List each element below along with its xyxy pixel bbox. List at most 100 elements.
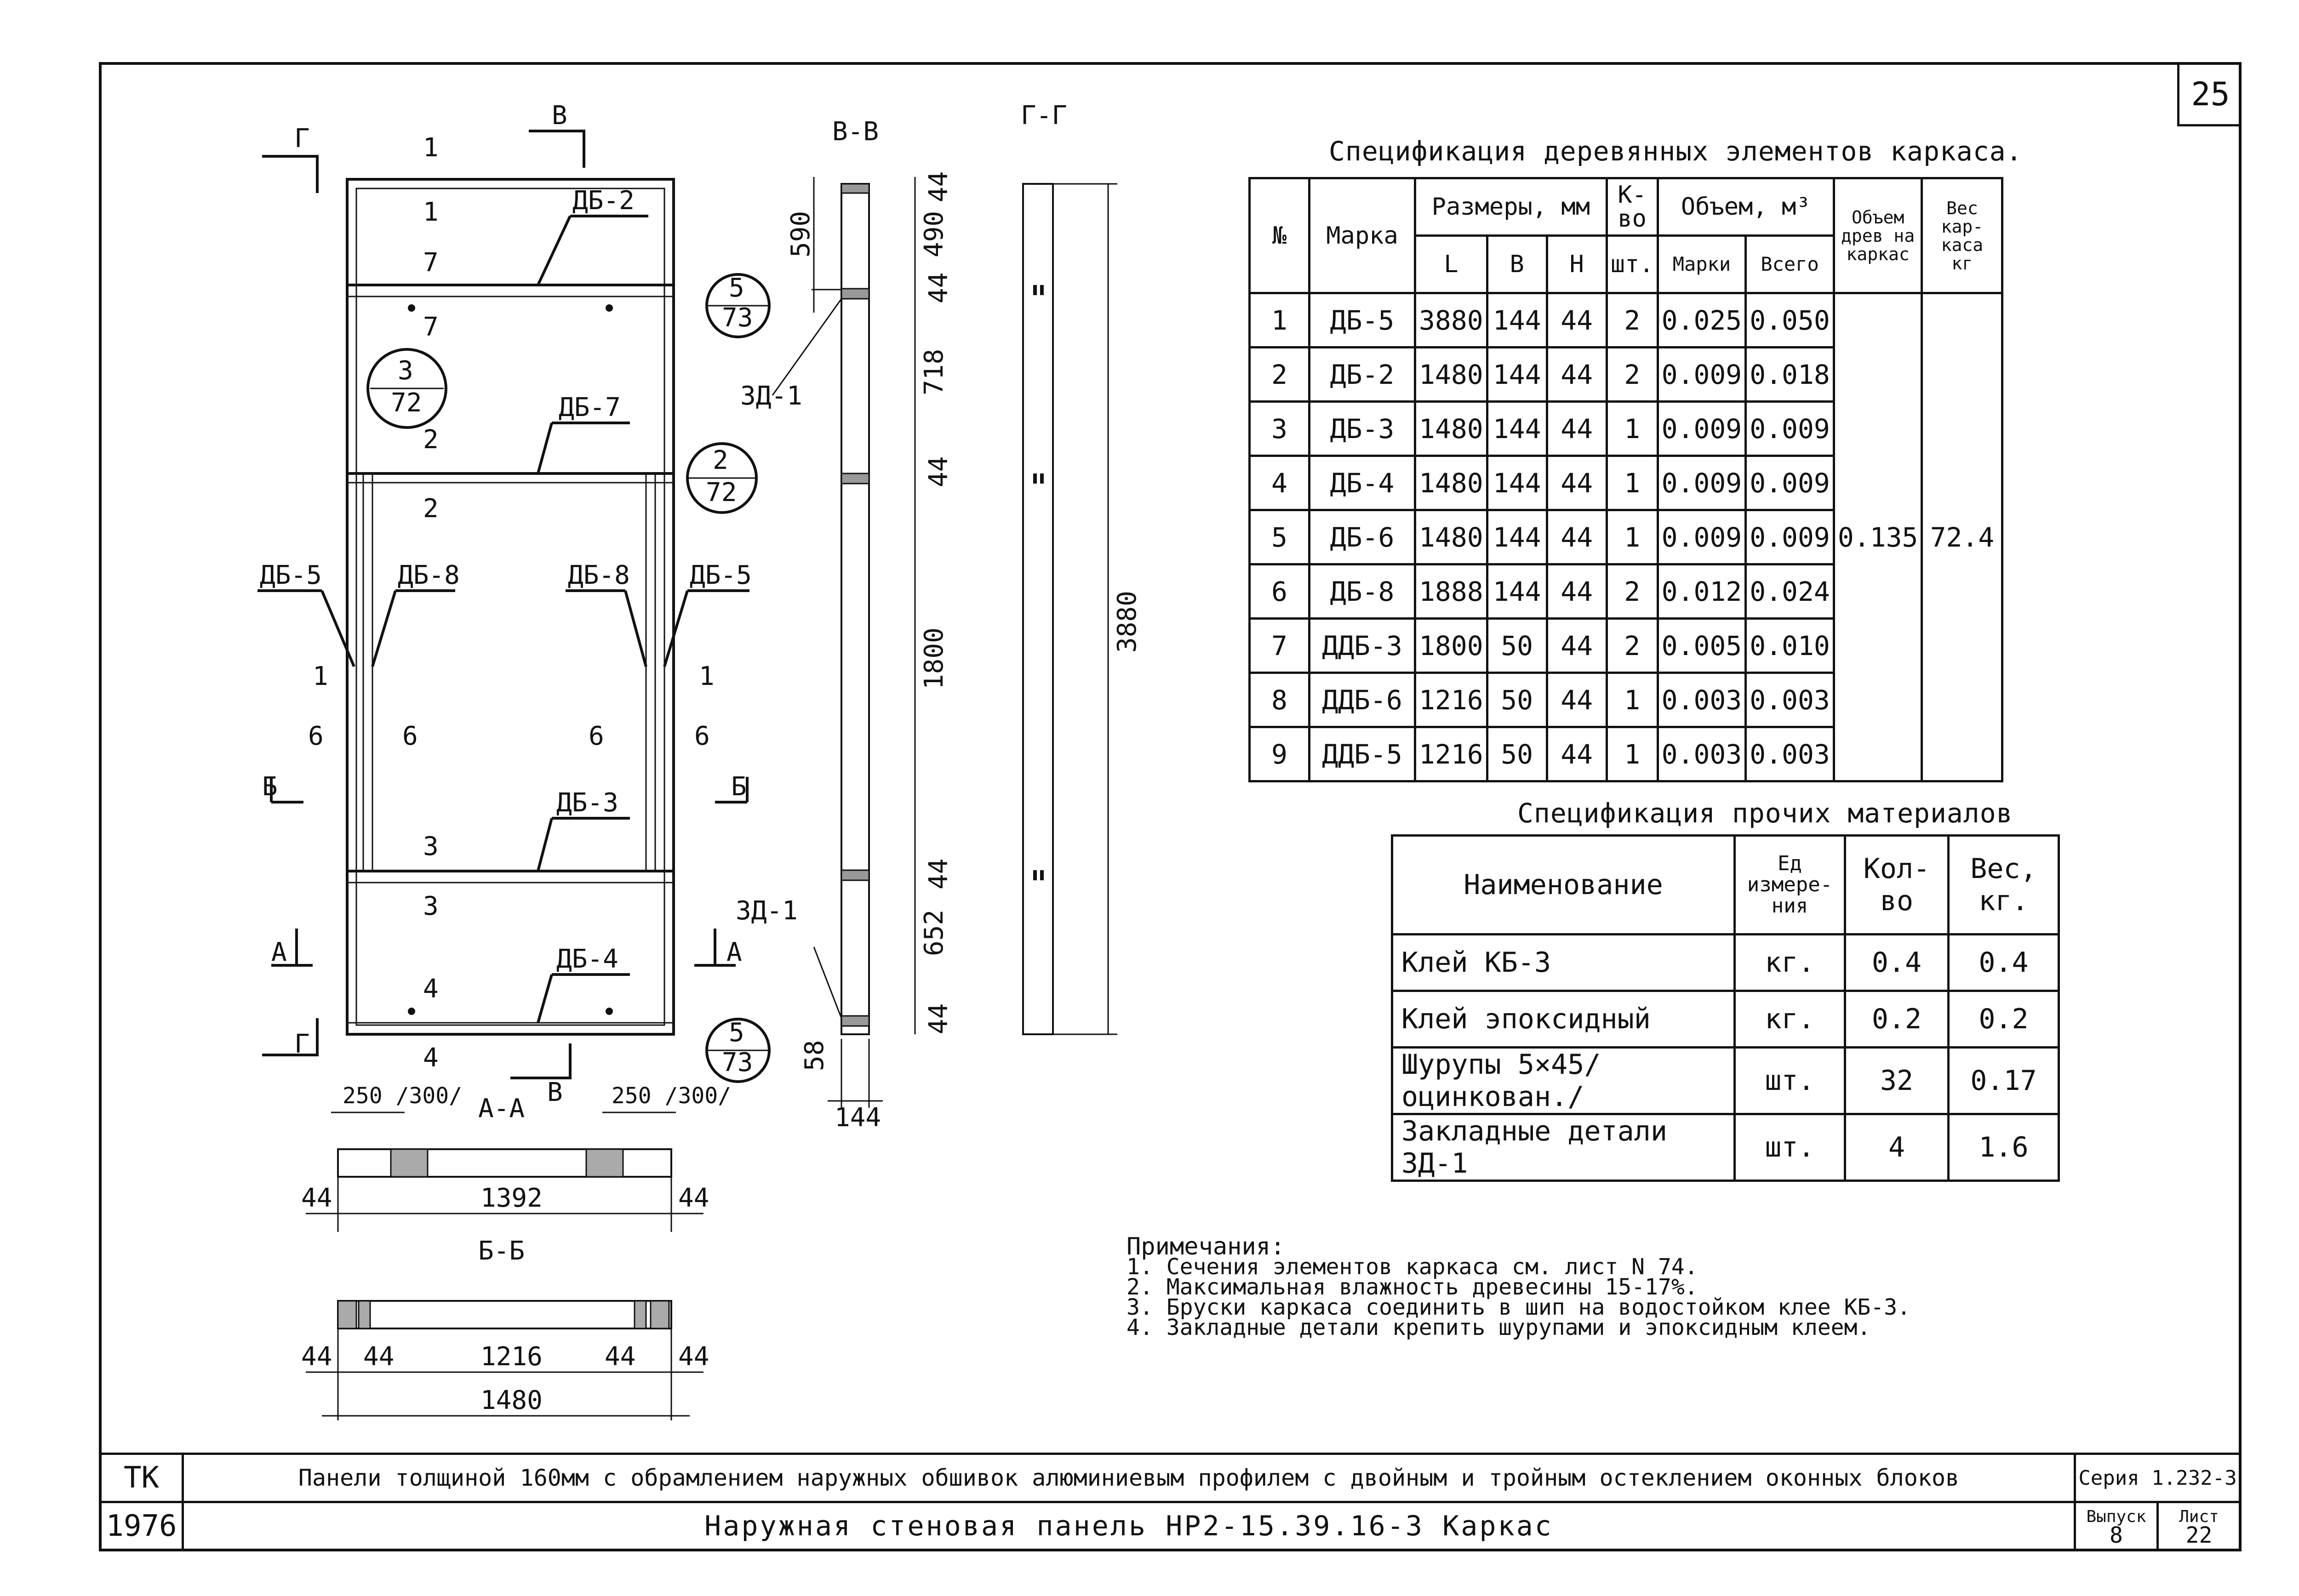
dim-3880: 3880 [1112,591,1142,653]
cell: 0.024 [1744,563,1835,620]
cell: ДБ-3 [1308,400,1416,457]
cell: 0.050 [1744,292,1835,348]
cell: 1 [1605,455,1659,511]
other-spec-title: Спецификация прочих материалов [1517,798,2013,829]
cell: 2 [1605,346,1659,403]
cell: кг. [1733,933,1846,992]
label-n3-a: 3 [423,832,439,861]
cell: 5 [1248,509,1310,565]
notes: Примечания: 1. Сечения элементов каркаса… [1127,1233,1910,1340]
cell: 0.003 [1744,672,1835,728]
dim-1480: 1480 [480,1385,543,1415]
cell: 44 [1545,563,1608,620]
cell: шт. [1733,1113,1846,1182]
cell: 1 [1605,726,1659,782]
table-row: 8 ДДБ-6 1216 50 44 1 0.003 0.003 [1248,672,2002,728]
cell: 144 [1486,400,1548,457]
table-row: 6 ДБ-8 1888 144 44 2 0.012 0.024 [1248,563,2002,620]
cell: 2 [1605,617,1659,674]
cell: 44 [1545,617,1608,674]
cell: 0.009 [1656,509,1747,565]
col-B: В [1486,234,1548,294]
label-db4: ДБ-4 [556,944,618,974]
col-wood-volume: Объем древ на каркас [1832,177,1923,294]
cell: Клей эпоксидный [1391,990,1736,1049]
cell: 144 [1486,563,1548,620]
cell: 0.003 [1656,672,1747,728]
cell: 1800 [1414,617,1488,674]
col-sizes: Размеры, мм [1414,177,1608,237]
cell: 3880 [1414,292,1488,348]
cell: 7 [1248,617,1310,674]
cell: 1480 [1414,346,1488,403]
title-bb: Б-Б [478,1236,525,1266]
col-name: Наименование [1391,834,1736,935]
ref-5-bottom: 5 [729,1018,744,1048]
col-qty: Кол-во [1844,834,1950,935]
cell: 0.4 [1844,933,1950,992]
table-row: 9 ДДБ-5 1216 50 44 1 0.003 0.003 [1248,726,2002,782]
sheet-number: 25 [2177,64,2242,126]
mark-v-bottom: В [547,1077,563,1107]
table-row: Клей КБ-3 кг. 0.4 0.4 [1391,933,2060,992]
cell: 0.018 [1744,346,1835,403]
cell: кг. [1733,990,1846,1049]
cell: 144 [1486,455,1548,511]
notes-title: Примечания: [1127,1233,1285,1260]
ref-73-top: 73 [722,303,753,333]
tb-year: 1976 [99,1501,184,1551]
dim-144: 144 [835,1103,881,1133]
label-n4-a: 4 [423,974,439,1004]
cell: 2 [1248,346,1310,403]
cell: 9 [1248,726,1310,782]
label-db2: ДБ-2 [572,186,635,216]
label-db3: ДБ-3 [556,788,618,818]
dim-44-a: 44 [924,171,954,202]
cell: 1480 [1414,509,1488,565]
mark-b-left: Б [262,772,278,802]
ref-5-top: 5 [729,273,744,303]
col-weight: Вес кар-каса кг [1921,177,2004,294]
table-row: 7 ДДБ-3 1800 50 44 2 0.005 0.010 [1248,617,2002,674]
mark-a-right: А [726,937,742,967]
cell: 1.6 [1947,1113,2060,1182]
cell: 144 [1486,509,1548,565]
cell: 0.2 [1947,990,2060,1049]
note-item: 4. Закладные детали крепить шурупами и э… [1127,1315,1871,1340]
dim-44-aa-left: 44 [301,1183,332,1213]
cell: 144 [1486,346,1548,403]
cell: 44 [1545,672,1608,728]
table-row: 3 ДБ-3 1480 144 44 1 0.009 0.009 [1248,400,2002,457]
label-n1-left: 1 [313,661,328,691]
wood-spec-title: Спецификация деревянных элементов каркас… [1329,136,2023,167]
label-n6-l2: 6 [402,721,418,751]
col-unit: Ед измере-ния [1733,834,1846,935]
table-row: Клей эпоксидный кг. 0.2 0.2 [1391,990,2060,1049]
dim-44-bb-3: 44 [605,1342,635,1372]
cell: 0.4 [1947,933,2060,992]
cell: 0.009 [1744,400,1835,457]
dim-44-bb-4: 44 [678,1342,709,1372]
cell: 1 [1605,509,1659,565]
dim-1216: 1216 [480,1342,543,1372]
ref-3: 3 [398,356,413,386]
tb-sheet-label: Лист [2179,1507,2219,1526]
cell: 1216 [1414,672,1488,728]
label-n6-l1: 6 [308,721,324,751]
tb-issue-value: 8 [2110,1522,2123,1548]
table-row: 4 ДБ-4 1480 144 44 1 0.009 0.009 [1248,455,2002,511]
dim-44-e: 44 [924,1003,954,1034]
cell: ДДБ-3 [1308,617,1416,674]
dim-652: 652 [919,910,949,956]
ref-72-a: 72 [391,388,422,418]
dim-44-aa-right: 44 [678,1183,709,1213]
cell: 50 [1486,672,1548,728]
cell: Клей КБ-3 [1391,933,1736,992]
cell: 2 [1605,292,1659,348]
cell: 0.010 [1744,617,1835,674]
cell: 0.005 [1656,617,1747,674]
label-zd1-top: ЗД-1 [740,381,802,411]
dim-44-b: 44 [924,273,954,303]
dim-590: 590 [786,211,816,257]
cell: 50 [1486,617,1548,674]
